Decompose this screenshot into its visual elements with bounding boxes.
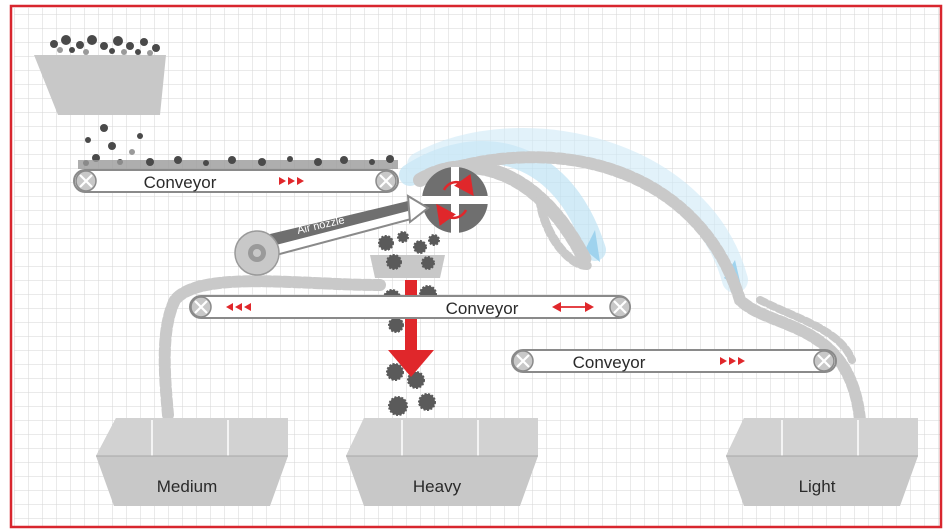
roller-icon (375, 170, 397, 192)
diagram-frame (9, 4, 943, 529)
rotation-arrows-icon (436, 174, 474, 226)
direction-arrows-right-icon (279, 177, 304, 185)
roller-icon (512, 350, 534, 372)
blower-icon (234, 230, 280, 276)
feed-hopper (34, 35, 166, 115)
bin-heavy: Heavy (346, 418, 538, 506)
conveyor-top: Conveyor (73, 169, 399, 193)
bin-light: Light (726, 418, 918, 506)
roller-icon (75, 170, 97, 192)
roller-icon (609, 296, 631, 318)
conveyor-lower: Conveyor (511, 349, 837, 373)
air-nozzle-unit: Air nozzle (234, 194, 430, 276)
material-on-conveyor (78, 155, 398, 169)
chute (370, 255, 445, 278)
bidirectional-arrow-icon (552, 302, 594, 312)
bin-label: Heavy (413, 477, 462, 496)
direction-arrows-left-icon (226, 303, 251, 311)
direction-arrows-right-icon (720, 357, 745, 365)
bin-medium: Medium (96, 418, 288, 506)
separator-drum (422, 167, 488, 233)
bin-label: Medium (157, 477, 217, 496)
conveyor-label: Conveyor (144, 173, 217, 192)
conveyor-label: Conveyor (446, 299, 519, 318)
conveyor-label: Conveyor (573, 353, 646, 372)
conveyor-middle: Conveyor (189, 295, 631, 319)
roller-icon (813, 350, 835, 372)
roller-icon (190, 296, 212, 318)
bin-label: Light (799, 477, 836, 496)
